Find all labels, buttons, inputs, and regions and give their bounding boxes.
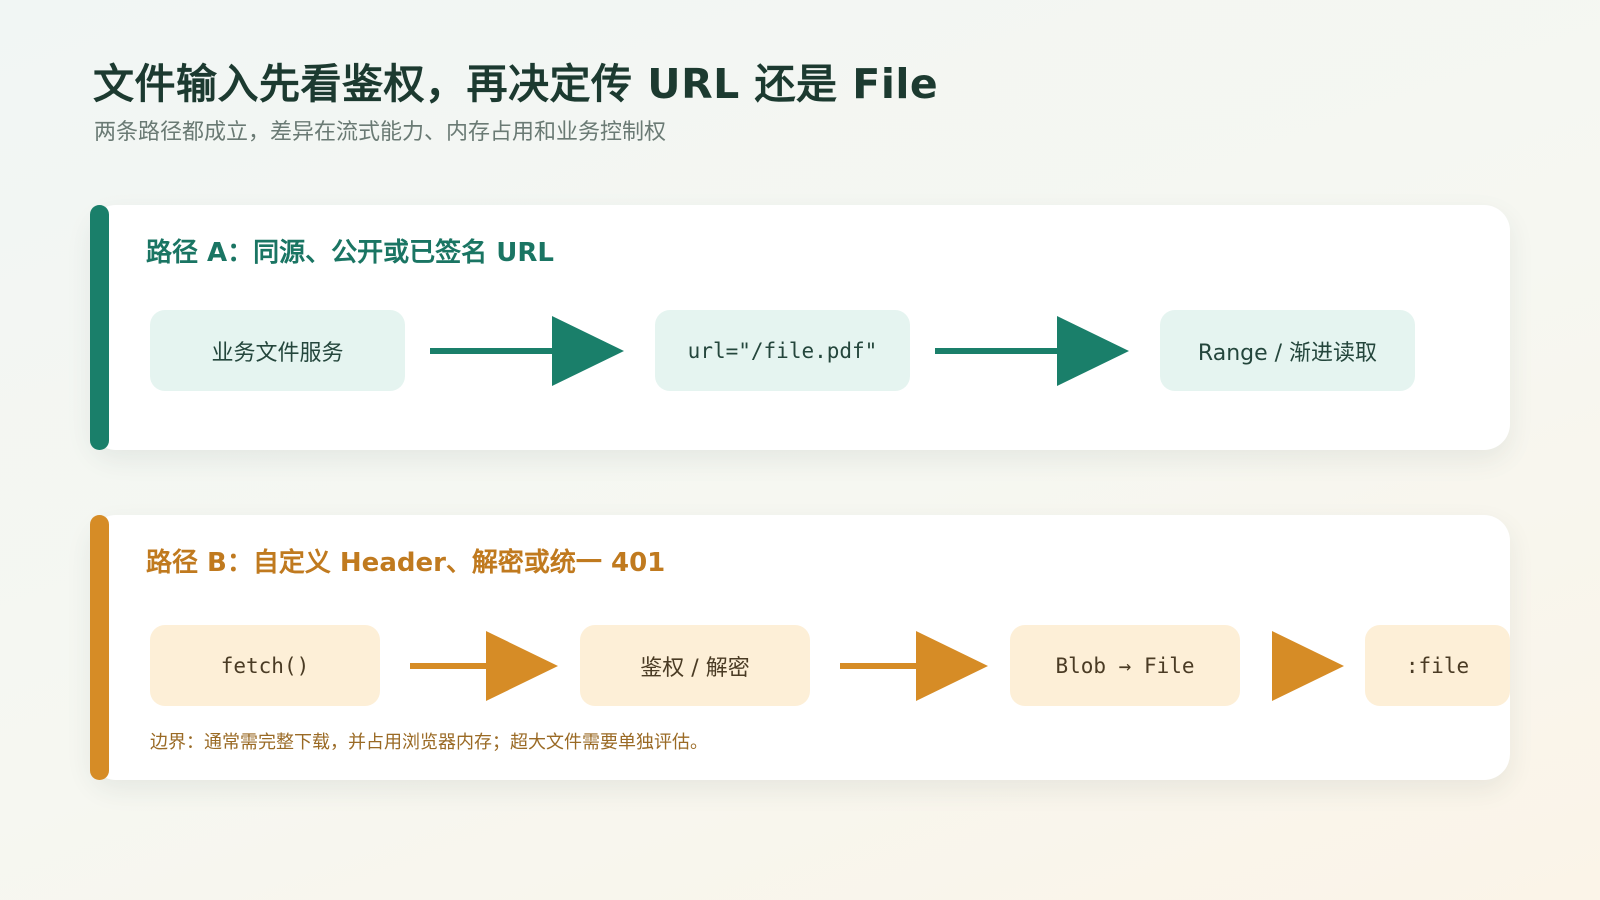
path-b-arrow-1-icon [410,631,558,701]
path-b-arrow-2-icon [840,631,988,701]
path-b-accent-bar [90,515,109,780]
path-a-arrow-1-icon [430,316,624,386]
path-a-title: 路径 A：同源、公开或已签名 URL [146,238,554,268]
path-b-node-file-prop: :file [1365,625,1510,706]
path-b-node-auth-decrypt: 鉴权 / 解密 [580,625,810,706]
path-a-node-url: url="/file.pdf" [655,310,910,391]
page-title: 文件输入先看鉴权，再决定传 URL 还是 File [93,60,939,108]
path-a-node-range-read: Range / 渐进读取 [1160,310,1415,391]
page-subtitle: 两条路径都成立，差异在流式能力、内存占用和业务控制权 [94,120,667,145]
path-b-boundary-note: 边界：通常需完整下载，并占用浏览器内存；超大文件需要单独评估。 [150,732,708,753]
path-b-title: 路径 B：自定义 Header、解密或统一 401 [146,548,666,578]
path-b-card: 路径 B：自定义 Header、解密或统一 401 fetch() 鉴权 / 解… [90,515,1510,780]
path-b-node-blob-file: Blob → File [1010,625,1240,706]
path-a-accent-bar [90,205,109,450]
path-a-card: 路径 A：同源、公开或已签名 URL 业务文件服务 url="/file.pdf… [90,205,1510,450]
path-a-node-file-service: 业务文件服务 [150,310,405,391]
path-a-arrow-2-icon [935,316,1129,386]
path-b-node-fetch: fetch() [150,625,380,706]
path-b-arrow-3-icon [1272,631,1344,701]
